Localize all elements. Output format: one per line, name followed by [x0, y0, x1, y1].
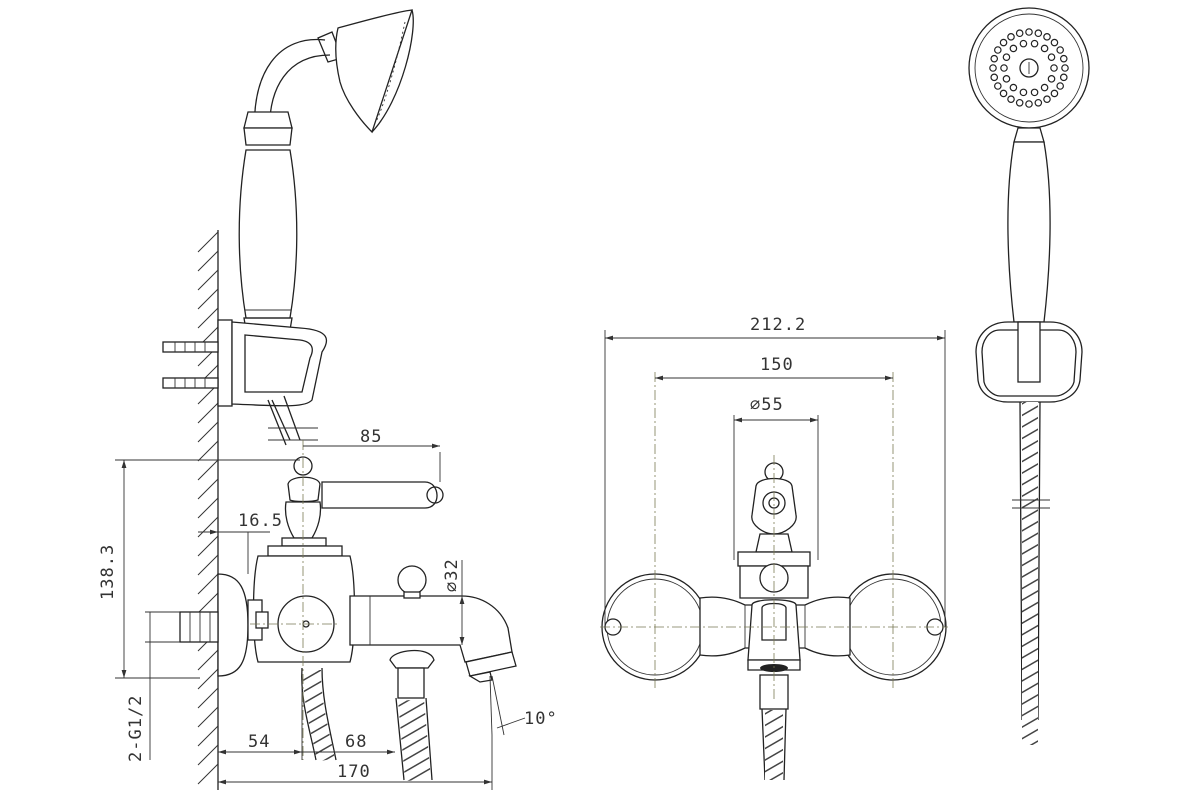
handshower-front — [968, 7, 1090, 745]
dim-dia32-label: ⌀32 — [442, 558, 462, 592]
mixer-body — [179, 555, 517, 699]
dim-170: 170 — [218, 735, 493, 790]
wall — [197, 230, 219, 790]
dim-2g12: 2-G1/2 — [126, 611, 180, 762]
dim-angle-10-label: 10° — [524, 709, 558, 729]
dim-dia32: ⌀32 — [442, 558, 465, 645]
dim-54-68: 54 68 — [218, 680, 395, 760]
dim-16-5-label: 16.5 — [238, 511, 283, 531]
dim-212-2: 212.2 — [604, 315, 946, 627]
dim-68-label: 68 — [345, 732, 367, 752]
dim-dia55-label: ⌀55 — [750, 395, 784, 415]
dim-16-5: 16.5 — [198, 511, 283, 574]
front-view: 212.2 150 ⌀55 — [600, 315, 948, 781]
holder-front — [975, 321, 1083, 403]
wall-holder — [162, 319, 328, 407]
shower-nozzles — [989, 28, 1069, 108]
dim-150-label: 150 — [760, 355, 794, 375]
dim-138-3-label: 138.3 — [98, 544, 118, 600]
dim-170-label: 170 — [337, 762, 371, 782]
dim-dia55: ⌀55 — [733, 395, 819, 560]
dim-212-2-label: 212.2 — [750, 315, 806, 335]
dim-angle-10: 10° — [489, 675, 558, 736]
wall-anchor — [162, 341, 219, 389]
handshower-side — [238, 9, 414, 331]
dim-2g12-label: 2-G1/2 — [126, 695, 146, 762]
dim-150: 150 — [655, 355, 893, 381]
dim-138-3: 138.3 — [98, 459, 300, 679]
mixer-lever — [267, 456, 444, 557]
dim-54-label: 54 — [248, 732, 270, 752]
dim-85-label: 85 — [360, 427, 382, 447]
side-view: 85 16.5 138.3 2-G1/2 ⌀32 — [98, 9, 558, 790]
dim-85: 85 — [303, 427, 441, 482]
